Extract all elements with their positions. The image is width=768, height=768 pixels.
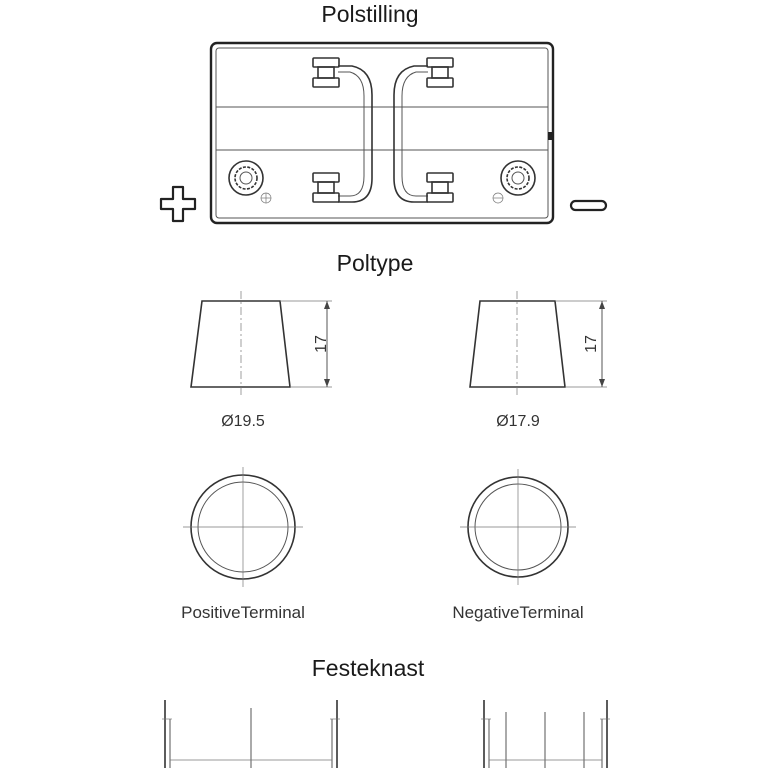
hold-down-left <box>162 700 340 768</box>
negative-height-label: 17 <box>583 335 600 353</box>
minus-icon <box>569 199 608 212</box>
poltype-title: Poltype <box>337 250 414 276</box>
positive-post-profile <box>190 291 332 395</box>
positive-terminal-circle <box>183 467 303 587</box>
negative-terminal-caption: NegativeTerminal <box>452 603 583 622</box>
negative-terminal-top <box>492 160 536 204</box>
battery-top-view <box>209 41 555 225</box>
right-handle <box>393 57 454 203</box>
hold-down-right <box>481 700 610 768</box>
positive-height-label: 17 <box>313 335 330 353</box>
plus-icon <box>159 185 197 223</box>
negative-post-profile <box>469 291 607 395</box>
negative-terminal-circle <box>460 469 576 585</box>
positive-diameter-label: Ø19.5 <box>221 413 265 430</box>
polstilling-title: Polstilling <box>321 1 418 27</box>
festeknast-title: Festeknast <box>312 655 425 681</box>
left-handle <box>312 57 373 203</box>
negative-diameter-label: Ø17.9 <box>496 413 540 430</box>
positive-terminal-top <box>228 160 272 204</box>
positive-terminal-caption: PositiveTerminal <box>181 603 305 622</box>
